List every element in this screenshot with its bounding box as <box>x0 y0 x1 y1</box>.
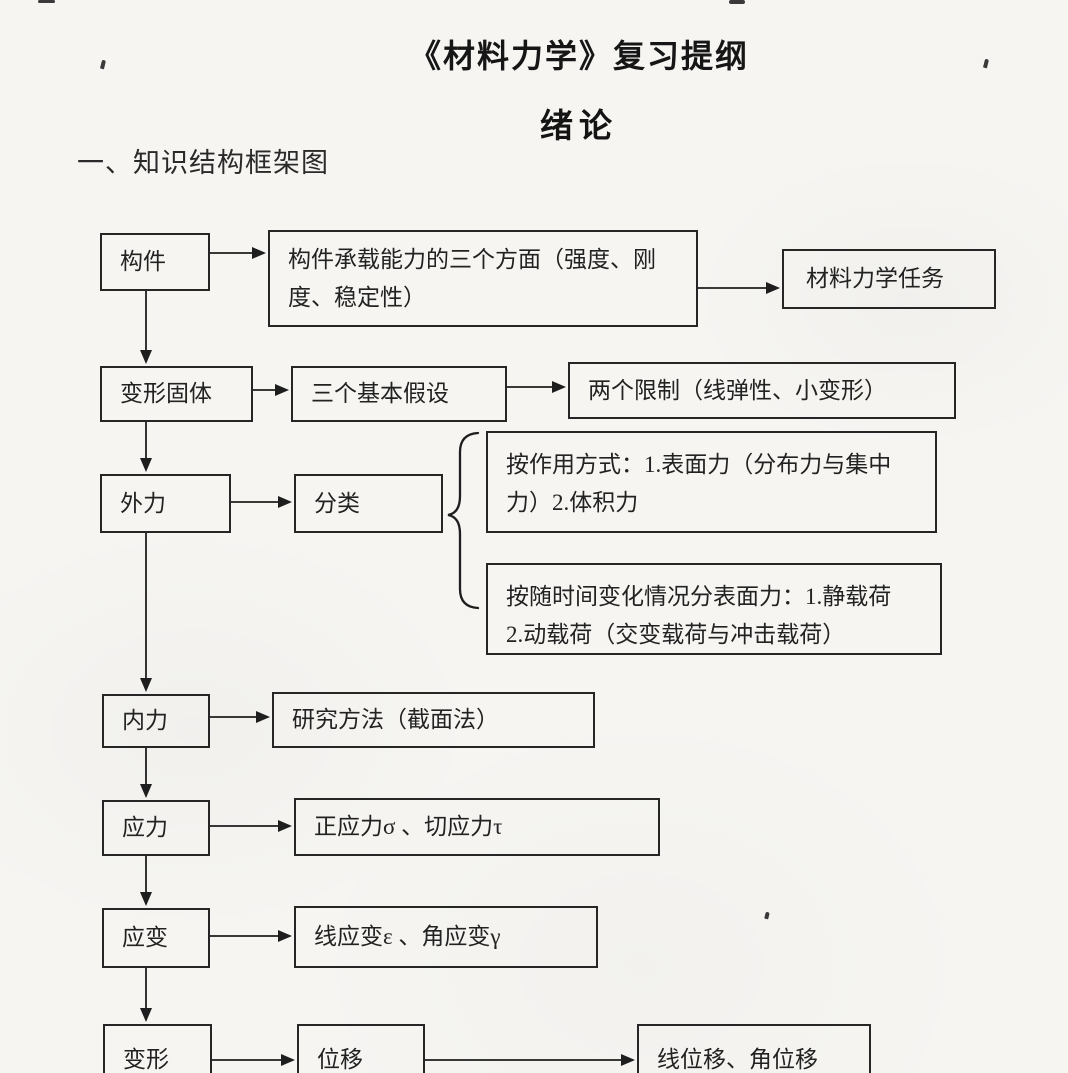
node-by-action-mode: 按作用方式：1.表面力（分布力与集中 力）2.体积力 <box>486 431 937 533</box>
scan-speck <box>982 58 990 69</box>
node-classification: 分类 <box>294 474 443 533</box>
scan-speck <box>729 0 745 4</box>
node-component: 构件 <box>100 233 210 291</box>
node-label: 三个基本假设 <box>311 381 449 407</box>
node-label: 变形 <box>123 1047 169 1073</box>
node-label: 内力 <box>122 708 168 734</box>
node-by-time-variation: 按随时间变化情况分表面力：1.静载荷 2.动载荷（交变载荷与冲击载荷） <box>486 563 942 655</box>
node-displacement: 位移 <box>297 1024 425 1073</box>
node-research-method: 研究方法（截面法） <box>272 692 595 748</box>
node-stress-types: 正应力σ 、切应力τ <box>294 798 660 856</box>
page-title: 《材料力学》复习提纲 <box>408 38 750 74</box>
node-label: 外力 <box>120 490 166 516</box>
node-displacement-types: 线位移、角位移 <box>637 1024 871 1073</box>
node-strain-types: 线应变ε 、角应变γ <box>294 906 598 968</box>
node-stress: 应力 <box>102 800 210 856</box>
node-label: 分类 <box>314 490 360 516</box>
scan-speck <box>764 911 770 920</box>
node-label: 应力 <box>122 815 168 841</box>
node-external-force: 外力 <box>100 474 231 533</box>
node-label: 两个限制（线弹性、小变形） <box>588 377 887 403</box>
node-label: 变形固体 <box>120 381 212 407</box>
node-label-line2: 度、稳定性） <box>288 285 426 310</box>
node-label: 构件 <box>120 249 166 275</box>
node-strain: 应变 <box>102 908 210 968</box>
brace-left <box>447 431 480 610</box>
scan-speck <box>38 0 55 3</box>
node-label: 应变 <box>122 925 168 951</box>
node-label: 线应变ε 、角应变γ <box>314 924 501 950</box>
node-label-line1: 按作用方式：1.表面力（分布力与集中 <box>506 452 892 477</box>
node-label: 线位移、角位移 <box>657 1047 818 1073</box>
node-label: 研究方法（截面法） <box>292 707 499 733</box>
node-label: 材料力学任务 <box>806 266 944 292</box>
node-mechanics-task: 材料力学任务 <box>782 249 996 309</box>
node-two-limits: 两个限制（线弹性、小变形） <box>568 362 956 419</box>
scan-speck <box>99 59 107 70</box>
node-label-line1: 按随时间变化情况分表面力：1.静载荷 <box>506 584 892 609</box>
node-load-capacity: 构件承载能力的三个方面（强度、刚 度、稳定性） <box>268 230 698 327</box>
chapter-title: 绪论 <box>540 109 618 145</box>
node-deformable-solid: 变形固体 <box>100 366 253 422</box>
node-label-line2: 2.动载荷（交变载荷与冲击载荷） <box>506 622 846 647</box>
node-label-line1: 构件承载能力的三个方面（强度、刚 <box>288 247 656 272</box>
section-heading: 一、知识结构框架图 <box>77 148 329 178</box>
node-label-line2: 力）2.体积力 <box>506 490 639 515</box>
node-label: 正应力σ 、切应力τ <box>314 814 503 840</box>
node-deformation: 变形 <box>103 1024 212 1073</box>
node-internal-force: 内力 <box>102 694 210 748</box>
node-label: 位移 <box>317 1047 363 1073</box>
node-basic-assumptions: 三个基本假设 <box>291 366 507 422</box>
